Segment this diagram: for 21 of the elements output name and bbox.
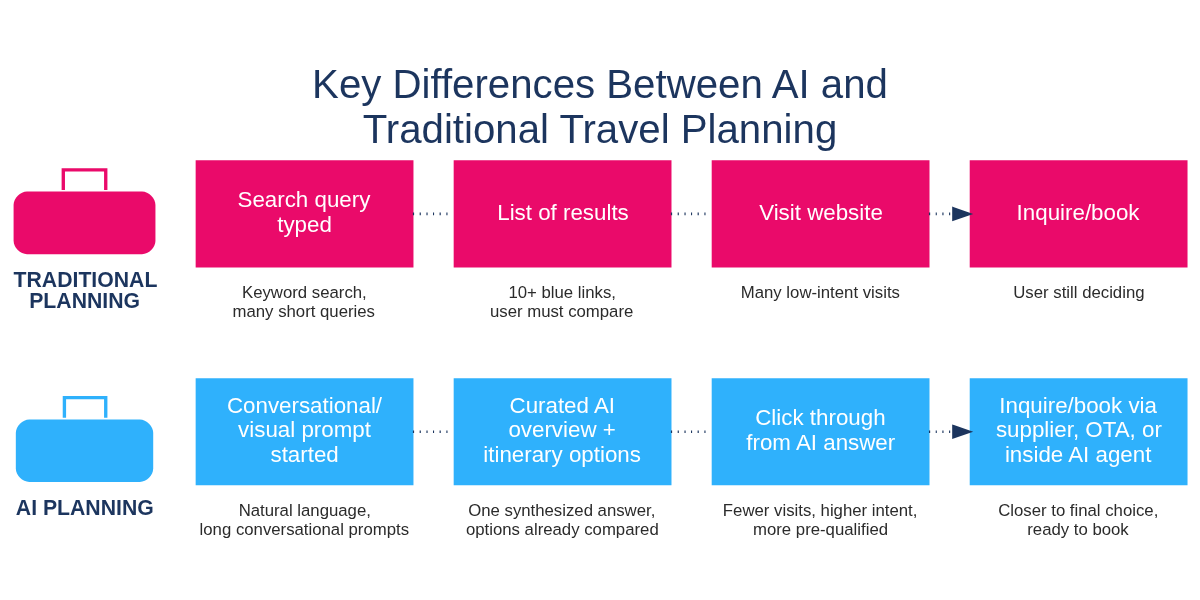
node-label: Many low-intent visits [740,282,900,302]
node-label: User still deciding [1013,282,1145,302]
arrow [928,206,974,221]
node-label: TRADITIONAL PLANNING [13,267,158,312]
node-label: One synthesized answer, options already compared [465,500,659,539]
node-box: Click through from AI answer [711,377,930,485]
node-label: Keyword search, many short queries [232,282,375,321]
node-box: Curated AI overview + itinerary options [453,377,672,485]
node-label: Closer to final choice, ready to book [998,500,1159,539]
node-box: List of results [453,159,672,268]
node-box: Search query typed [195,159,414,268]
diagram-title: Key Differences Between AI and Traditional Travel Planning [312,61,888,152]
node-box: Inquire/book [969,159,1188,268]
arrow [928,423,974,439]
node-label: Natural language, long conversational prompts [199,500,410,539]
node-box: Visit website [711,159,930,268]
node-box: Conversational/ visual prompt started [195,377,414,485]
node-label: Fewer visits, higher intent, more pre-qualified [722,500,918,539]
node-label: 10+ blue links, user must compare [489,282,634,321]
node-label: AI PLANNING [15,495,154,519]
node-box: Inquire/book via supplier, OTA, or inside AI agent [969,377,1188,485]
